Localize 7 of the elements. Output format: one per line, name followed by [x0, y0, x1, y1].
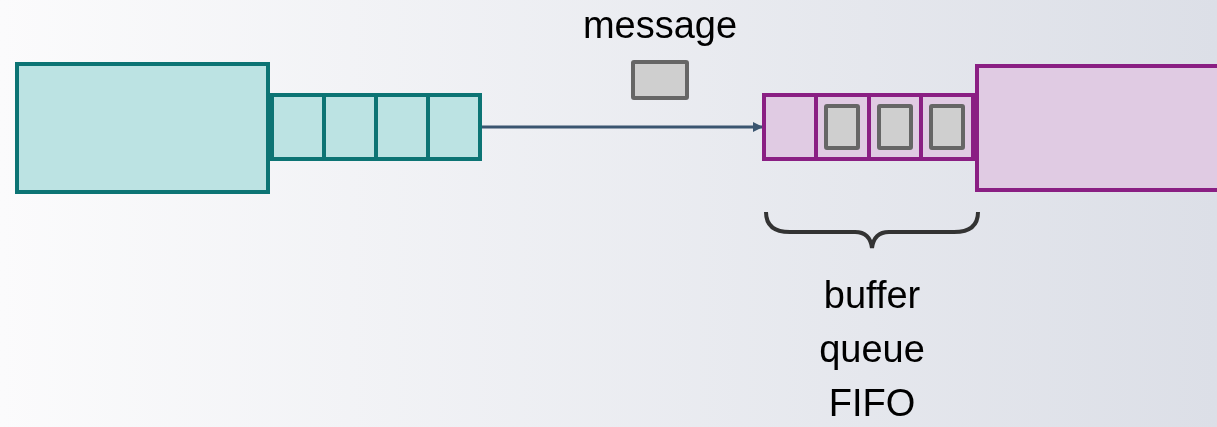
sender-block: [15, 62, 270, 194]
buffer-label: buffer queue FIFO: [818, 273, 926, 426]
arrow: [482, 122, 763, 132]
port-queue: [270, 93, 482, 161]
message-label: message: [582, 3, 738, 48]
buffer-queue: [762, 93, 975, 161]
receiver-block: [975, 64, 1217, 192]
